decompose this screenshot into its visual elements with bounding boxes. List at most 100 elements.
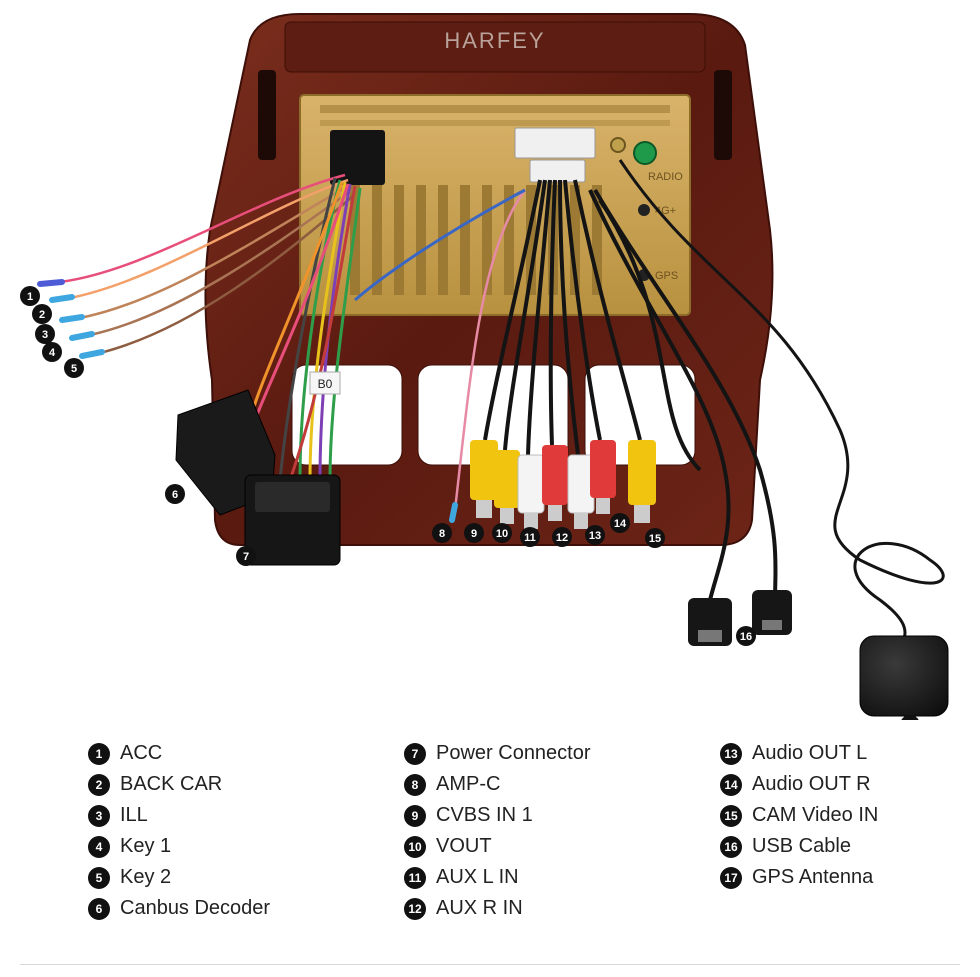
rca-plug-12 — [542, 445, 568, 521]
legend-label: Key 1 — [120, 835, 172, 857]
legend-number: 13 — [720, 742, 742, 765]
callout-markers: 1 2 3 4 5 6 7 8 9 10 11 12 13 14 15 16 1… — [20, 286, 919, 720]
callout-7: 7 — [236, 546, 256, 566]
legend-number: 7 — [404, 742, 426, 765]
rca-cables — [483, 179, 642, 456]
legend-item-key1: 4 Key 1 — [88, 831, 270, 862]
legend-label: ILL — [120, 804, 148, 826]
callout-4: 4 — [42, 342, 62, 362]
svg-text:9: 9 — [471, 528, 477, 540]
legend-number: 6 — [88, 897, 110, 920]
frame-top-band — [284, 21, 706, 73]
rca-plug-9 — [470, 440, 498, 518]
main-harness-socket — [330, 130, 385, 185]
legend-number: 9 — [404, 804, 426, 827]
brand-logo: HARFEY — [444, 28, 545, 53]
av-socket — [514, 127, 596, 159]
legend-number: 15 — [720, 804, 742, 827]
legend-label: CVBS IN 1 — [436, 804, 533, 826]
legend-item-key2: 5 Key 2 — [88, 862, 270, 893]
cable-tag-label: B0 — [318, 377, 333, 391]
callout-10: 10 — [492, 523, 512, 543]
rca-plug-15 — [628, 440, 656, 523]
bottom-divider — [20, 964, 960, 965]
rca-plug-10 — [494, 450, 520, 524]
svg-text:16: 16 — [740, 631, 752, 643]
gps-cable — [618, 159, 945, 651]
callout-14: 14 — [610, 513, 630, 533]
legend-label: CAM Video IN — [752, 804, 879, 826]
legend-label: Key 2 — [120, 866, 172, 888]
product-photo: HARFEY RADIO 4G+ GPS — [20, 13, 949, 720]
callout-3: 3 — [35, 324, 55, 344]
legend-number: 16 — [720, 835, 742, 858]
svg-text:8: 8 — [439, 528, 445, 540]
callout-16: 16 — [736, 626, 756, 646]
legend-label: AUX R IN — [436, 897, 523, 919]
legend-number: 11 — [404, 866, 426, 889]
amp-c-wire — [453, 189, 527, 511]
callout-13: 13 — [585, 525, 605, 545]
right-slot — [714, 70, 732, 160]
legend-item-acc: 1 ACC — [88, 738, 270, 769]
legend-label: VOUT — [436, 835, 492, 857]
legend-number: 5 — [88, 866, 110, 889]
callout-8: 8 — [432, 523, 452, 543]
port-4g — [638, 204, 650, 216]
callout-2: 2 — [32, 304, 52, 324]
cable-tag — [309, 371, 341, 395]
legend-number: 2 — [88, 773, 110, 796]
legend-label: Audio OUT R — [752, 773, 871, 795]
legend-label: GPS Antenna — [752, 866, 874, 888]
legend-label: ACC — [120, 742, 163, 764]
callout-12: 12 — [552, 527, 572, 547]
rca-plug-14 — [590, 440, 616, 514]
legend-number: 4 — [88, 835, 110, 858]
rca-plugs — [470, 440, 656, 529]
wire-tips — [37, 279, 105, 359]
usb-cables — [588, 188, 778, 601]
svg-text:13: 13 — [589, 530, 601, 542]
legend-label: Canbus Decoder — [120, 897, 271, 919]
legend-label: USB Cable — [752, 835, 851, 857]
legend-item-ill: 3 ILL — [88, 800, 270, 831]
harness-bundle — [248, 177, 362, 481]
legend-label: AUX L IN — [436, 866, 519, 888]
legend-number: 1 — [88, 742, 110, 765]
svg-text:10: 10 — [496, 528, 508, 540]
callout-6: 6 — [165, 484, 185, 504]
left-slot — [258, 70, 276, 160]
rca-plug-11 — [517, 454, 545, 529]
svg-text:5: 5 — [71, 363, 77, 375]
svg-text:3: 3 — [42, 329, 48, 341]
legend-item-cam: 15 CAM Video IN — [720, 800, 878, 831]
legend-label: AMP-C — [436, 773, 501, 795]
svg-text:6: 6 — [172, 489, 178, 501]
antenna-port — [610, 137, 626, 153]
callout-17: 17 — [901, 715, 919, 720]
callout-11: 11 — [520, 527, 540, 547]
legend-number: 3 — [88, 804, 110, 827]
legend-item-aux-l: 11 AUX L IN — [404, 862, 591, 893]
legend-item-aux-r: 12 AUX R IN — [404, 893, 591, 924]
svg-text:7: 7 — [243, 551, 249, 563]
legend-item-gps: 17 GPS Antenna — [720, 862, 878, 893]
rca-plug-13 — [567, 454, 595, 529]
callout-9: 9 — [464, 523, 484, 543]
legend-number: 17 — [720, 866, 742, 889]
vent-holes-top — [320, 105, 670, 126]
svg-text:1: 1 — [27, 291, 33, 303]
callout-5: 5 — [64, 358, 84, 378]
legend-number: 12 — [404, 897, 426, 920]
svg-text:15: 15 — [649, 533, 661, 545]
svg-text:14: 14 — [614, 518, 627, 530]
radio-port — [633, 141, 657, 165]
callout-1: 1 — [20, 286, 40, 306]
